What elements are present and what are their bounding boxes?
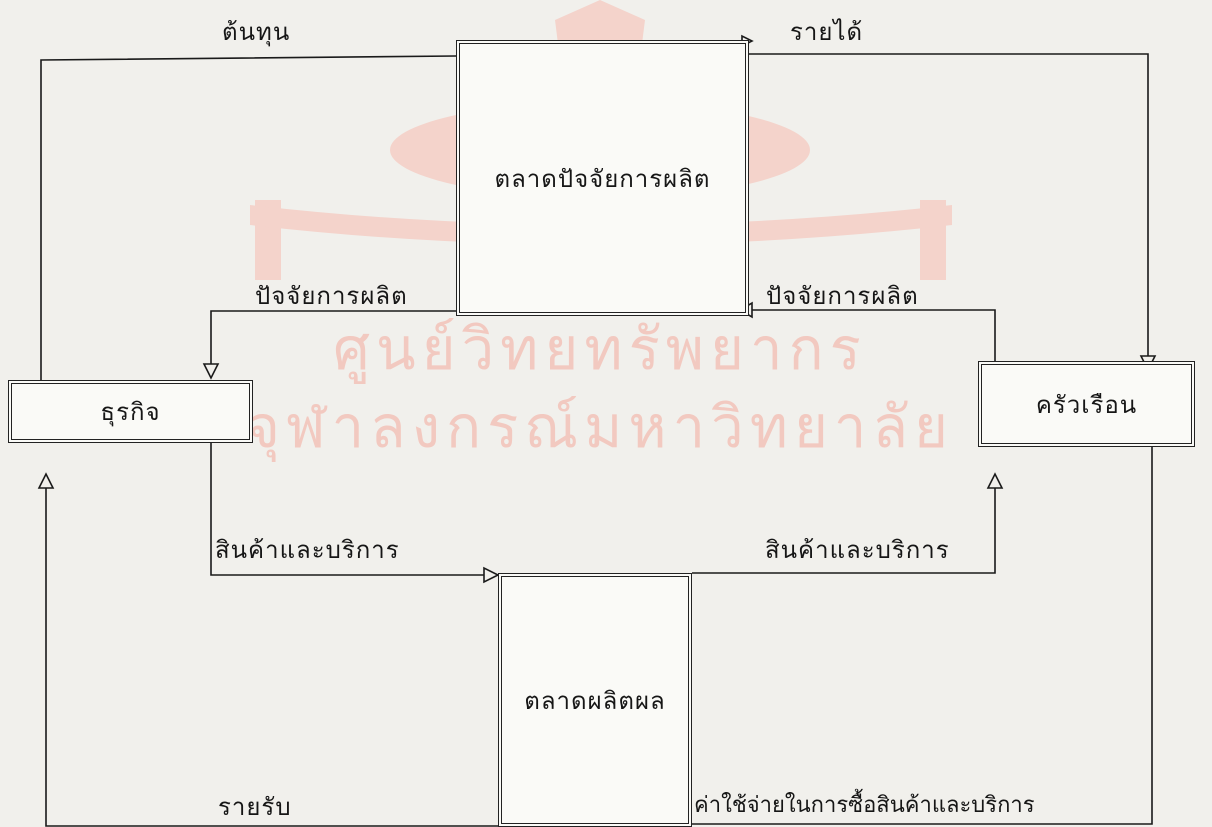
node-product-market: ตลาดผลิตผล bbox=[498, 573, 692, 827]
label-factors-right: ปัจจัยการผลิต bbox=[766, 282, 919, 310]
arrowhead-factors-business bbox=[202, 363, 220, 380]
arrowhead-goods-market bbox=[483, 566, 500, 584]
node-product-market-label: ตลาดผลิตผล bbox=[524, 686, 666, 715]
flow-goods-to-market bbox=[210, 442, 498, 576]
flow-revenue bbox=[45, 478, 498, 827]
label-factors-left: ปัจจัยการผลิต bbox=[255, 282, 408, 310]
flow-expenditure bbox=[692, 445, 1153, 825]
label-goods-right: สินค้าและบริการ bbox=[765, 536, 950, 564]
watermark-line-1: ศูนย์วิทยทรัพยากร bbox=[333, 315, 867, 383]
watermark-line-2: จุฬาลงกรณ์มหาวิทยาลัย bbox=[245, 393, 955, 461]
flow-factors-from-household bbox=[750, 309, 996, 362]
arrowhead-goods-household bbox=[986, 472, 1004, 489]
label-cost: ต้นทุน bbox=[222, 18, 291, 46]
label-expenditure: ค่าใช้จ่ายในการซื้อสินค้าและบริการ bbox=[694, 793, 1035, 818]
flow-factors-to-business bbox=[210, 310, 456, 365]
label-income: รายได้ bbox=[790, 18, 864, 46]
node-household-label: ครัวเรือน bbox=[1035, 390, 1138, 419]
node-factor-market: ตลาดปัจจัยการผลิต bbox=[456, 40, 749, 316]
flow-income bbox=[748, 53, 1149, 358]
node-business: ธุรกิจ bbox=[8, 380, 253, 443]
flow-goods-to-household bbox=[692, 476, 996, 574]
arrowhead-revenue bbox=[37, 472, 55, 489]
flow-cost bbox=[40, 55, 457, 384]
label-revenue: รายรับ bbox=[218, 793, 292, 821]
label-goods-left: สินค้าและบริการ bbox=[215, 536, 400, 564]
node-business-label: ธุรกิจ bbox=[100, 398, 161, 426]
node-factor-market-label: ตลาดปัจจัยการผลิต bbox=[494, 164, 711, 193]
node-household: ครัวเรือน bbox=[978, 361, 1195, 447]
